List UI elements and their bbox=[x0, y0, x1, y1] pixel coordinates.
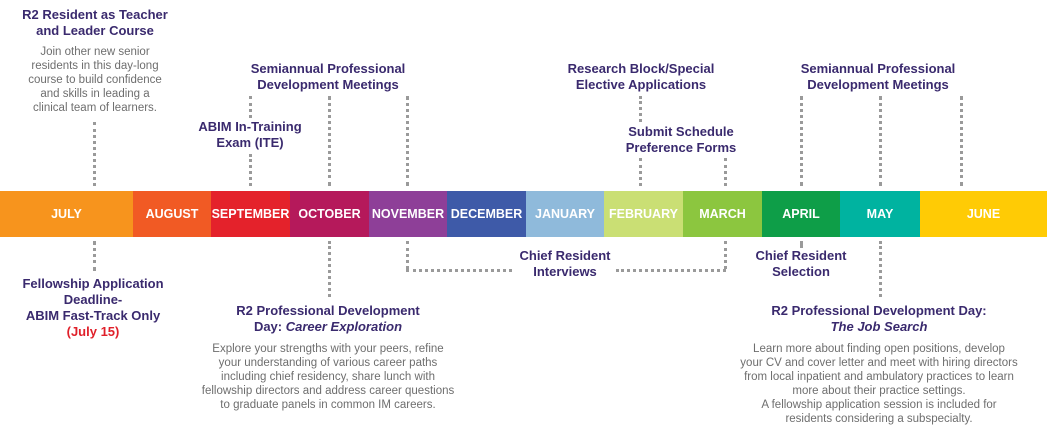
month-november: NOVEMBER bbox=[369, 191, 447, 237]
month-label: FEBRUARY bbox=[609, 207, 678, 221]
connector-semiannual-spring-mid bbox=[879, 96, 882, 186]
connector-semiannual-spring-left bbox=[800, 96, 803, 186]
event-title-line: Research Block/Special bbox=[567, 61, 715, 76]
month-label: MAY bbox=[866, 207, 894, 221]
desc-line: course to build confidence bbox=[28, 74, 162, 86]
event-title-line: Development Meetings bbox=[257, 77, 399, 92]
month-label: OCTOBER bbox=[298, 207, 361, 221]
event-title-line: Interviews bbox=[533, 264, 597, 279]
title-italic: The Job Search bbox=[830, 319, 928, 334]
event-schedule-forms-title: Submit Schedule Preference Forms bbox=[610, 124, 752, 156]
month-september: SEPTEMBER bbox=[211, 191, 290, 237]
connector-interviews-right-h bbox=[616, 269, 726, 272]
event-title-line: Semiannual Professional bbox=[800, 61, 956, 76]
desc-line: from local inpatient and ambulatory prac… bbox=[744, 371, 1014, 383]
connector-r2-teacher bbox=[93, 122, 96, 186]
event-title-line: Chief Resident bbox=[755, 248, 847, 263]
event-semiannual-fall-title: Semiannual Professional Development Meet… bbox=[228, 61, 428, 93]
connector-research-block bbox=[639, 96, 642, 122]
desc-line: your CV and cover letter and meet with h… bbox=[740, 357, 1018, 369]
event-title-line: Selection bbox=[772, 264, 830, 279]
desc-line: residents in this day-long bbox=[31, 60, 159, 72]
month-label: JUNE bbox=[966, 207, 1001, 221]
event-r2-teacher-desc: Join other new senior residents in this … bbox=[0, 45, 190, 115]
event-chief-selection-title: Chief Resident Selection bbox=[740, 248, 862, 280]
connector-abim-ite bbox=[249, 154, 252, 186]
event-semiannual-spring-title: Semiannual Professional Development Meet… bbox=[778, 61, 978, 93]
connector-schedule-forms-right bbox=[724, 158, 727, 186]
connector-interviews-left bbox=[406, 241, 409, 269]
month-label: SEPTEMBER bbox=[211, 207, 290, 221]
event-job-search-desc: Learn more about finding open positions,… bbox=[718, 342, 1040, 426]
connector-interviews-right bbox=[724, 241, 727, 269]
desc-line: fellowship directors and address career … bbox=[201, 385, 455, 397]
connector-job-search bbox=[879, 241, 882, 297]
desc-line: and skills in leading a bbox=[40, 88, 150, 100]
desc-line: to graduate panels in common IM careers. bbox=[220, 399, 436, 411]
connector-semiannual-fall-left bbox=[249, 96, 252, 118]
event-title-line: ABIM Fast-Track Only bbox=[25, 308, 161, 323]
event-date: (July 15) bbox=[66, 324, 120, 339]
desc-line: residents considering a subspecialty. bbox=[785, 413, 973, 425]
desc-line: Learn more about finding open positions,… bbox=[753, 343, 1005, 355]
event-title-line: R2 Professional Development Day: bbox=[771, 303, 987, 318]
event-title-line: ABIM In-Training bbox=[198, 119, 302, 134]
desc-line: clinical team of learners. bbox=[33, 102, 157, 114]
event-fellowship-deadline: Fellowship Application Deadline- ABIM Fa… bbox=[0, 276, 186, 340]
month-august: AUGUST bbox=[133, 191, 211, 237]
connector-semiannual-fall-right bbox=[406, 96, 409, 186]
event-r2-teacher-title: R2 Resident as Teacher and Leader Course bbox=[0, 7, 190, 39]
month-label: JULY bbox=[51, 207, 82, 221]
event-title-line: Elective Applications bbox=[575, 77, 707, 92]
connector-semiannual-spring-right bbox=[960, 96, 963, 186]
month-label: DECEMBER bbox=[450, 207, 523, 221]
month-label: APRIL bbox=[782, 207, 820, 221]
desc-line: A fellowship application session is incl… bbox=[761, 399, 997, 411]
event-abim-ite-title: ABIM In-Training Exam (ITE) bbox=[180, 119, 320, 151]
month-label: AUGUST bbox=[145, 207, 199, 221]
desc-line: your understanding of various career pat… bbox=[218, 357, 438, 369]
event-research-block-title: Research Block/Special Elective Applicat… bbox=[548, 61, 734, 93]
month-july: JULY bbox=[0, 191, 133, 237]
event-title-line: Semiannual Professional bbox=[250, 61, 406, 76]
title-italic: Career Exploration bbox=[285, 319, 403, 334]
connector-career-day bbox=[328, 241, 331, 297]
event-title-line: Preference Forms bbox=[625, 140, 737, 155]
event-title-line: Development Meetings bbox=[807, 77, 949, 92]
month-october: OCTOBER bbox=[290, 191, 369, 237]
month-april: APRIL bbox=[762, 191, 840, 237]
desc-line: Explore your strengths with your peers, … bbox=[212, 343, 444, 355]
month-label: MARCH bbox=[699, 207, 746, 221]
desc-line: including chief residency, share lunch w… bbox=[221, 371, 435, 383]
event-title-line: R2 Resident as Teacher bbox=[22, 7, 168, 22]
connector-fellowship-deadline bbox=[93, 241, 96, 271]
event-chief-interviews-title: Chief Resident Interviews bbox=[505, 248, 625, 280]
event-title-line: Fellowship Application bbox=[22, 276, 164, 291]
month-december: DECEMBER bbox=[447, 191, 526, 237]
month-january: JANUARY bbox=[526, 191, 604, 237]
month-february: FEBRUARY bbox=[604, 191, 683, 237]
connector-schedule-forms-left bbox=[639, 158, 642, 186]
event-title-line: R2 Professional Development bbox=[236, 303, 420, 318]
event-career-day-title: R2 Professional Development Day: Career … bbox=[213, 303, 443, 335]
event-career-day-desc: Explore your strengths with your peers, … bbox=[183, 342, 473, 412]
event-title-line: and Leader Course bbox=[36, 23, 154, 38]
connector-semiannual-fall-mid bbox=[328, 96, 331, 186]
desc-line: more about their practice settings. bbox=[792, 385, 966, 397]
connector-chief-selection bbox=[800, 241, 803, 247]
month-march: MARCH bbox=[683, 191, 762, 237]
connector-interviews-left-h bbox=[406, 269, 512, 272]
event-job-search-title: R2 Professional Development Day: The Job… bbox=[739, 303, 1019, 335]
event-title-line: Day: Career Exploration bbox=[213, 319, 443, 335]
title-prefix: Day: bbox=[253, 319, 286, 334]
desc-line: Join other new senior bbox=[40, 46, 150, 58]
event-title-line: Deadline- bbox=[63, 292, 123, 307]
month-label: JANUARY bbox=[535, 207, 595, 221]
event-title-line: Exam (ITE) bbox=[216, 135, 284, 150]
month-june: JUNE bbox=[920, 191, 1047, 237]
month-may: MAY bbox=[840, 191, 920, 237]
month-label: NOVEMBER bbox=[371, 207, 445, 221]
event-title-line: Submit Schedule bbox=[628, 124, 734, 139]
event-title-line: Chief Resident bbox=[519, 248, 611, 263]
